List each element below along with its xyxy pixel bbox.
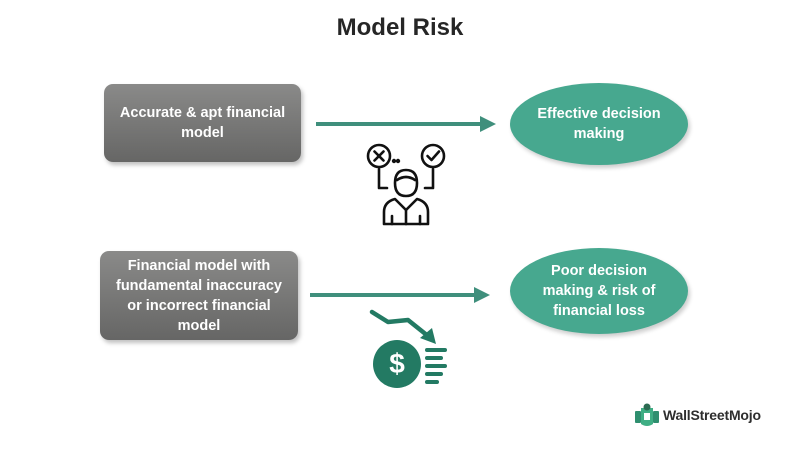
inaccurate-model-label: Financial model with fundamental inaccur…: [116, 257, 282, 334]
accurate-model-label: Accurate & apt financial model: [119, 105, 286, 141]
arrow-to-effective-decision: [316, 116, 496, 132]
arrow-to-poor-decision: [310, 287, 490, 303]
wallstreetmojo-logo-icon: [635, 403, 659, 426]
poor-decision-ellipse: Poor decision making & risk of financial…: [510, 248, 688, 334]
accurate-model-box: Accurate & apt financial model: [104, 84, 301, 162]
page-title: Model Risk: [336, 14, 464, 41]
brand-logo: WallStreetMojo: [634, 402, 761, 428]
effective-decision-label: Effective decision making: [537, 106, 661, 142]
poor-decision-label: Poor decision making & risk of financial…: [542, 263, 656, 319]
svg-text:$: $: [389, 348, 405, 379]
effective-decision-ellipse: Effective decision making: [510, 83, 688, 165]
inaccurate-model-box: Financial model with fundamental inaccur…: [100, 251, 298, 340]
dollar-loss-icon: $: [369, 309, 447, 388]
decision-person-icon: [366, 143, 446, 226]
brand-name: WallStreetMojo: [663, 407, 761, 423]
